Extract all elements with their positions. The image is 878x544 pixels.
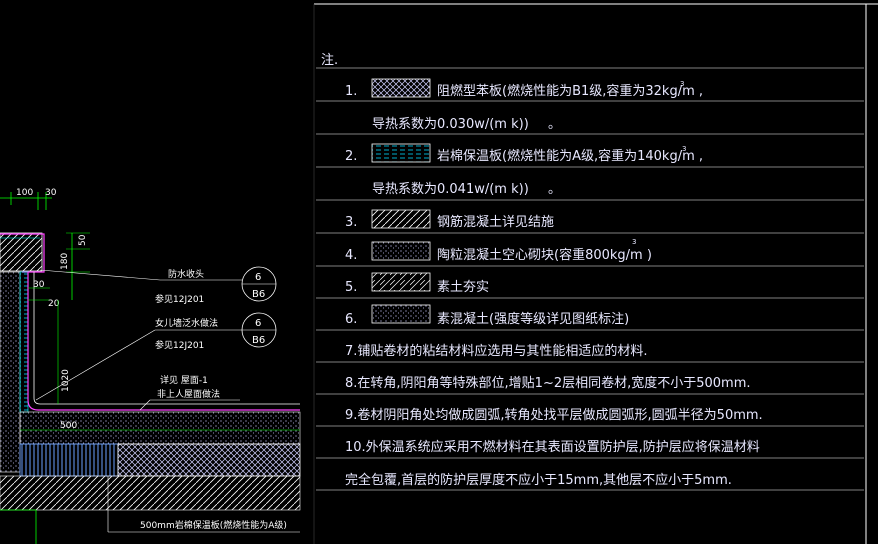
parapet-detail: 100 30 50 180 30 20 1020 500 500mm — [0, 188, 301, 544]
legend-dots-swatch — [371, 241, 431, 261]
note-5-num: 5. — [345, 280, 357, 295]
dim-1020: 1020 — [61, 369, 71, 392]
dim-30b: 30 — [33, 280, 45, 290]
note-1-cont: 导热系数为0.030w/(m k)) — [372, 117, 529, 132]
note-7: 7.铺贴卷材的粘结材料应选用与其性能相适应的材料. — [345, 343, 648, 359]
legend-crosshatch-swatch — [371, 78, 431, 98]
floor-label-2: 非上人屋面做法 — [157, 388, 220, 400]
note-6-text: 素混凝土(强度等级详见图纸标注) — [437, 311, 629, 327]
note-10-cont: 完全包覆,首层的防护层厚度不应小于15mm,其他层不应小于5mm. — [345, 472, 732, 488]
note-3-text: 钢筋混凝土详见结施 — [437, 214, 554, 230]
note-10: 10.外保温系统应采用不燃材料在其表面设置防护层,防护层应将保温材料 — [345, 439, 760, 455]
note-3-num: 3. — [345, 215, 357, 230]
notes-panel: 注. 1. 阻燃型苯板(燃烧性能为B1级,容重为32kg/m , 3 导热系数为… — [316, 53, 864, 491]
note-2-text: 岩棉保温板(燃烧性能为A级,容重为140kg/m , — [437, 148, 703, 164]
legend-dash-swatch — [371, 143, 431, 163]
note-6-num: 6. — [345, 312, 357, 327]
note-2-cont: 导热系数为0.041w/(m k)) — [372, 182, 529, 197]
dim-100: 100 — [16, 188, 33, 198]
callout-2-num: 6 — [255, 318, 261, 329]
note-4-num: 4. — [345, 248, 357, 263]
legend-concrete-swatch — [371, 304, 431, 324]
note-1-num: 1. — [345, 84, 357, 99]
svg-text:。: 。 — [548, 117, 561, 132]
legend-hatch-swatch — [371, 209, 431, 229]
dim-50: 50 — [78, 234, 88, 246]
callout-1-num: 6 — [255, 272, 261, 283]
callout-1-ref: 参见12J201 — [155, 293, 204, 305]
callout-2-ref: 参见12J201 — [155, 339, 204, 351]
callout-1-sheet: B6 — [252, 289, 265, 300]
dim-30: 30 — [45, 188, 57, 198]
floor-label-1: 详见 屋面-1 — [160, 374, 208, 386]
dim-500: 500 — [60, 421, 77, 431]
svg-text:。: 。 — [548, 182, 561, 197]
note-2-num: 2. — [345, 149, 357, 164]
notes-header: 注. — [321, 53, 338, 68]
dim-20: 20 — [48, 299, 60, 309]
note-9: 9.卷材阴阳角处均做成圆弧,转角处找平层做成圆弧形,圆弧半径为50mm. — [345, 407, 763, 423]
note-4-sup: 3 — [632, 238, 636, 246]
note-8: 8.在转角,阴阳角等特殊部位,增贴1~2层相同卷材,宽度不小于500mm. — [345, 375, 751, 391]
callout-2-sheet: B6 — [252, 335, 265, 346]
note-2-sup: 3 — [682, 145, 686, 153]
note-5-text: 素土夯实 — [437, 280, 489, 295]
dim-180: 180 — [60, 253, 70, 270]
note-1-text: 阻燃型苯板(燃烧性能为B1级,容重为32kg/m , — [437, 83, 703, 99]
callout-2-label: 女儿墙泛水做法 — [155, 317, 218, 329]
note-4-text: 陶粒混凝土空心砌块(容重800kg/m ) — [437, 247, 652, 263]
legend-earth-swatch — [371, 272, 431, 292]
bottom-label: 500mm岩棉保温板(燃烧性能为A级) — [140, 519, 287, 531]
note-1-sup: 3 — [680, 80, 684, 88]
callout-1-label: 防水收头 — [168, 268, 204, 280]
